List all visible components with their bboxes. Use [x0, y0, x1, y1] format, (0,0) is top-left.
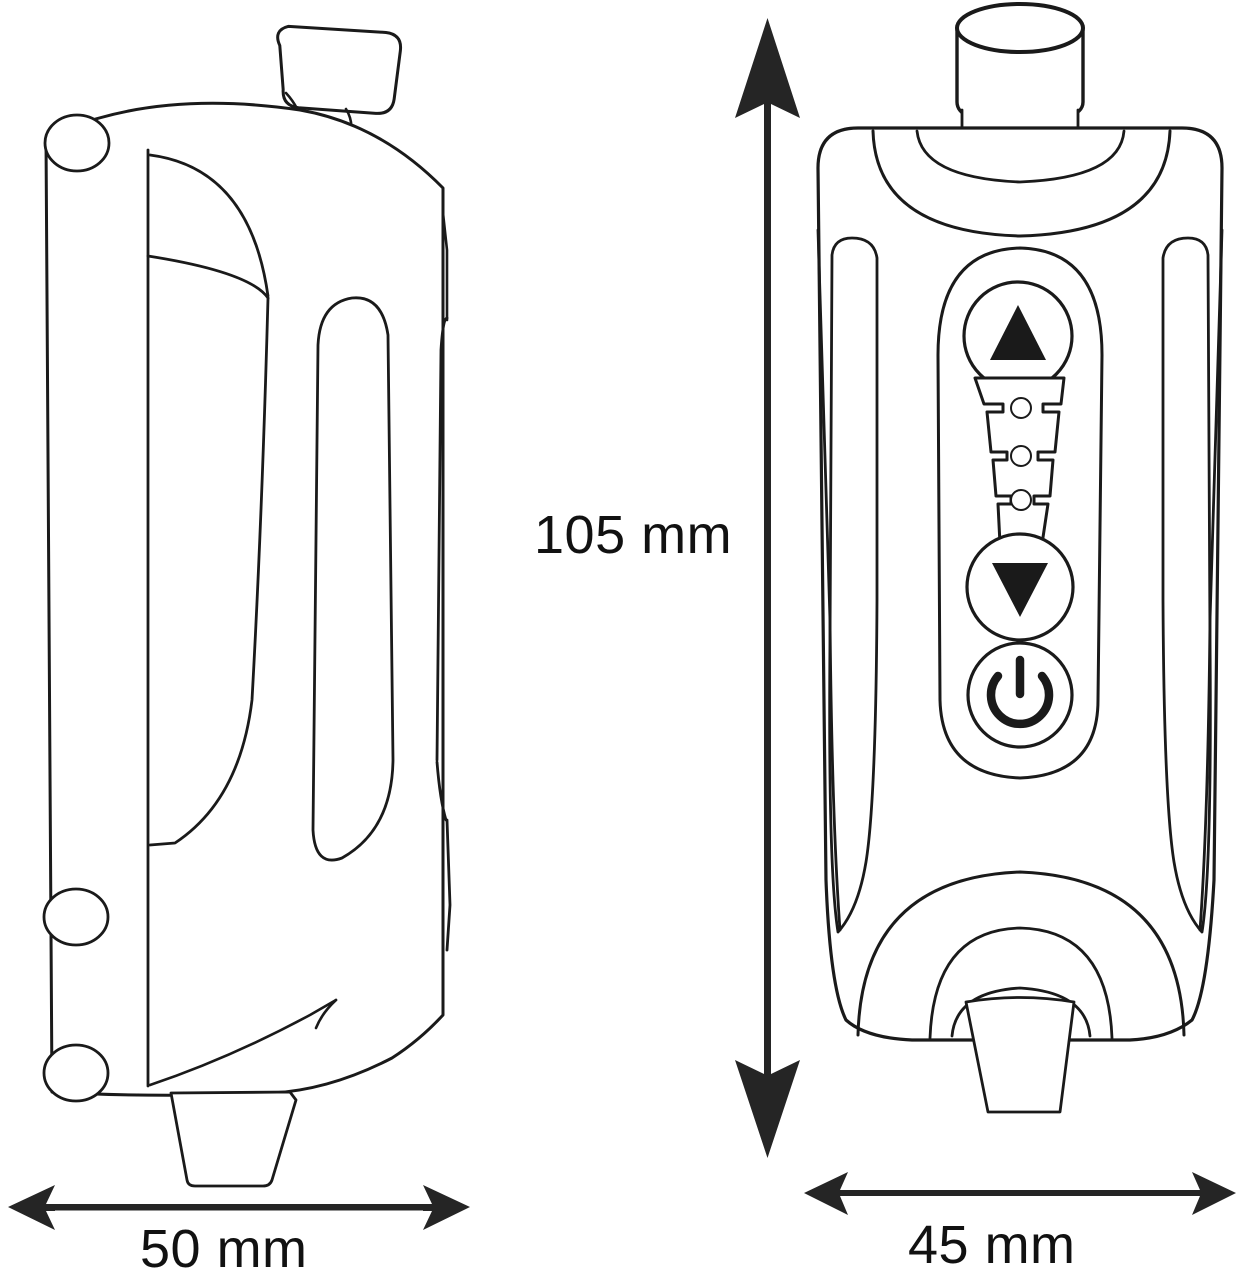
side-view-top-band-upper	[148, 153, 270, 298]
side-view-screw-boss-bottom	[42, 1043, 110, 1103]
side-view-screw-boss-top	[43, 113, 111, 173]
front-view-group	[816, 2, 1224, 1114]
triangle-down-icon	[992, 563, 1048, 617]
right-width-dimension-label: 45 mm	[908, 1215, 1076, 1275]
side-view-screw-boss-middle	[42, 887, 110, 947]
side-view-panel-curve	[148, 296, 270, 847]
side-view-grip-groove-left	[311, 296, 395, 862]
side-view-right-step	[441, 188, 449, 322]
front-view-side-grip-left	[828, 236, 879, 934]
up-button[interactable]	[962, 280, 1074, 392]
down-button[interactable]	[965, 532, 1075, 642]
led-dot-icon	[1010, 445, 1032, 467]
front-view-nozzle-spout	[964, 996, 1076, 1114]
front-view-shoulder-arc-outer	[871, 129, 1172, 238]
front-view-base-arc-outer	[856, 870, 1186, 1037]
front-view-base-arc-inner	[950, 986, 1092, 1038]
left-width-dimension-label: 50 mm	[140, 1219, 308, 1279]
front-view-cylinder-cap	[955, 2, 1085, 137]
power-icon	[986, 655, 1054, 729]
height-dimension-label: 105 mm	[534, 505, 733, 565]
front-view-side-grip-right	[1161, 236, 1212, 934]
left-width-dimension-arrow	[8, 1185, 470, 1230]
right-width-dimension-arrow	[804, 1172, 1236, 1215]
led-dot-icon	[1010, 397, 1032, 419]
led-dot-icon	[1010, 489, 1032, 511]
height-dimension-arrow	[735, 18, 800, 1158]
side-view-lower-diagonal	[445, 818, 452, 952]
power-button[interactable]	[966, 641, 1074, 749]
side-view-nozzle-shelf	[148, 998, 338, 1087]
side-view-top-band-lower	[146, 254, 270, 300]
side-view-group	[42, 24, 452, 1188]
side-view-nozzle-spout	[169, 1090, 298, 1188]
front-view-shoulder-arc-inner	[915, 129, 1126, 184]
side-view-grip-groove-right	[435, 316, 449, 762]
triangle-up-icon	[990, 305, 1046, 360]
front-view-base-arc-middle	[928, 926, 1114, 1040]
